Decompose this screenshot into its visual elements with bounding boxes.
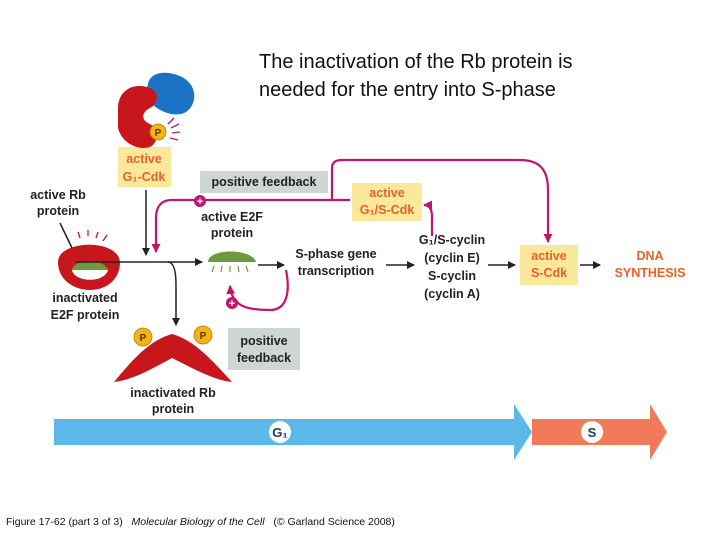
inact-rb-phosphate-right-label: P: [200, 331, 207, 342]
inactivated-e2f-label-1: inactivated: [52, 291, 117, 305]
transcription-feedback-loop: [226, 269, 289, 312]
inactivated-rb-label-2: protein: [152, 402, 194, 416]
release-to-inactivated-rb-arrow: [167, 261, 180, 326]
bound-e2f-shape: [72, 261, 108, 270]
inactivated-e2f-label-2: E2F protein: [51, 308, 120, 322]
active-e2f-label-2: protein: [211, 226, 253, 240]
title-line-1: The inactivation of the Rb protein is: [259, 51, 573, 73]
positive-feedback-top-box: [200, 171, 328, 193]
cell-cycle-bar: G₁ S: [54, 404, 667, 460]
cyclins-label-2: (cyclin E): [424, 251, 480, 265]
cyclins-label-4: (cyclin A): [424, 287, 480, 301]
positive-feedback-bottom-label-2: feedback: [237, 351, 291, 365]
plus-top-label: +: [197, 196, 203, 208]
dna-synthesis-label-2: SYNTHESIS: [615, 266, 686, 280]
active-g1s-cdk-box: [352, 183, 422, 221]
reaction-arrows: [59, 190, 601, 326]
g1-phase-marker: [269, 421, 291, 443]
active-g1-cdk-box: [118, 147, 171, 187]
active-rb-label-1: active Rb: [30, 188, 86, 202]
g1-cdk-phosphate: [149, 123, 167, 141]
active-g1-cdk-label-2: G₁-Cdk: [123, 170, 166, 184]
plus-bottom-label: +: [229, 298, 235, 310]
active-scdk-box: [520, 245, 578, 285]
g1-cdk-complex: P: [118, 72, 195, 148]
g1-cdk-phosphate-label: P: [155, 128, 162, 139]
cyclins-label-1: G₁/S-cyclin: [419, 233, 485, 247]
active-scdk-label-2: S-Cdk: [531, 266, 567, 280]
rb-label-pointer: [59, 222, 73, 249]
positive-feedback-bottom-box: [228, 328, 300, 370]
active-g1s-cdk-label-1: active: [369, 186, 404, 200]
inact-rb-phosphate-left: [133, 327, 153, 347]
g1-phase-label: G₁: [272, 425, 288, 440]
title-line-2: needed for the entry into S-phase: [259, 79, 556, 101]
g1s-cdk-feedback-loop: [330, 158, 553, 243]
s-phase-label: S: [588, 425, 597, 440]
positive-feedback-top-label: positive feedback: [212, 175, 317, 189]
inactivated-rb-shape: [114, 334, 232, 382]
sphase-gene-label-2: transcription: [298, 264, 374, 278]
positive-feedback-bottom-label-1: positive: [240, 334, 287, 348]
dna-synthesis-label-1: DNA: [636, 249, 663, 263]
active-scdk-label-1: active: [531, 249, 566, 263]
caption-copyright: (© Garland Science 2008): [273, 516, 395, 528]
active-rb-label-2: protein: [37, 204, 79, 218]
active-g1s-cdk-label-2: G₁/S-Cdk: [360, 203, 415, 217]
plus-top-marker: +: [194, 195, 206, 208]
inactivated-rb-label-1: inactivated Rb: [130, 386, 216, 400]
active-rb-shape: [58, 244, 120, 290]
inact-rb-phosphate-left-label: P: [140, 333, 147, 344]
active-rb-e2f-complex: [58, 230, 120, 290]
phospho-rays: [167, 117, 181, 141]
active-e2f-shape: [208, 251, 256, 262]
inactivated-rb-protein: P P: [114, 325, 232, 382]
cyclins-to-g1s-arrow: [423, 200, 434, 236]
g1s-to-rb-feedback: [151, 198, 350, 253]
sphase-gene-label-1: S-phase gene: [295, 247, 376, 261]
g1-cdk-shape: [118, 86, 158, 148]
s-phase-marker: [581, 421, 603, 443]
g1-phase-arrow: [54, 404, 532, 460]
caption-book-title: Molecular Biology of the Cell: [131, 516, 265, 528]
slide-title: The inactivation of the Rb protein is ne…: [259, 48, 699, 104]
active-e2f-label-1: active E2F: [201, 210, 263, 224]
figure-caption: Figure 17-62 (part 3 of 3) Molecular Bio…: [6, 516, 395, 528]
plus-bottom-marker: +: [226, 297, 238, 310]
active-g1-cdk-label-1: active: [126, 152, 161, 166]
g1-cyclin-shape: [146, 72, 195, 115]
inact-rb-phosphate-right: [193, 325, 213, 345]
cyclins-label-3: S-cyclin: [428, 269, 476, 283]
caption-figure-number: Figure 17-62 (part 3 of 3): [6, 516, 123, 528]
active-e2f-protein: [208, 251, 256, 273]
